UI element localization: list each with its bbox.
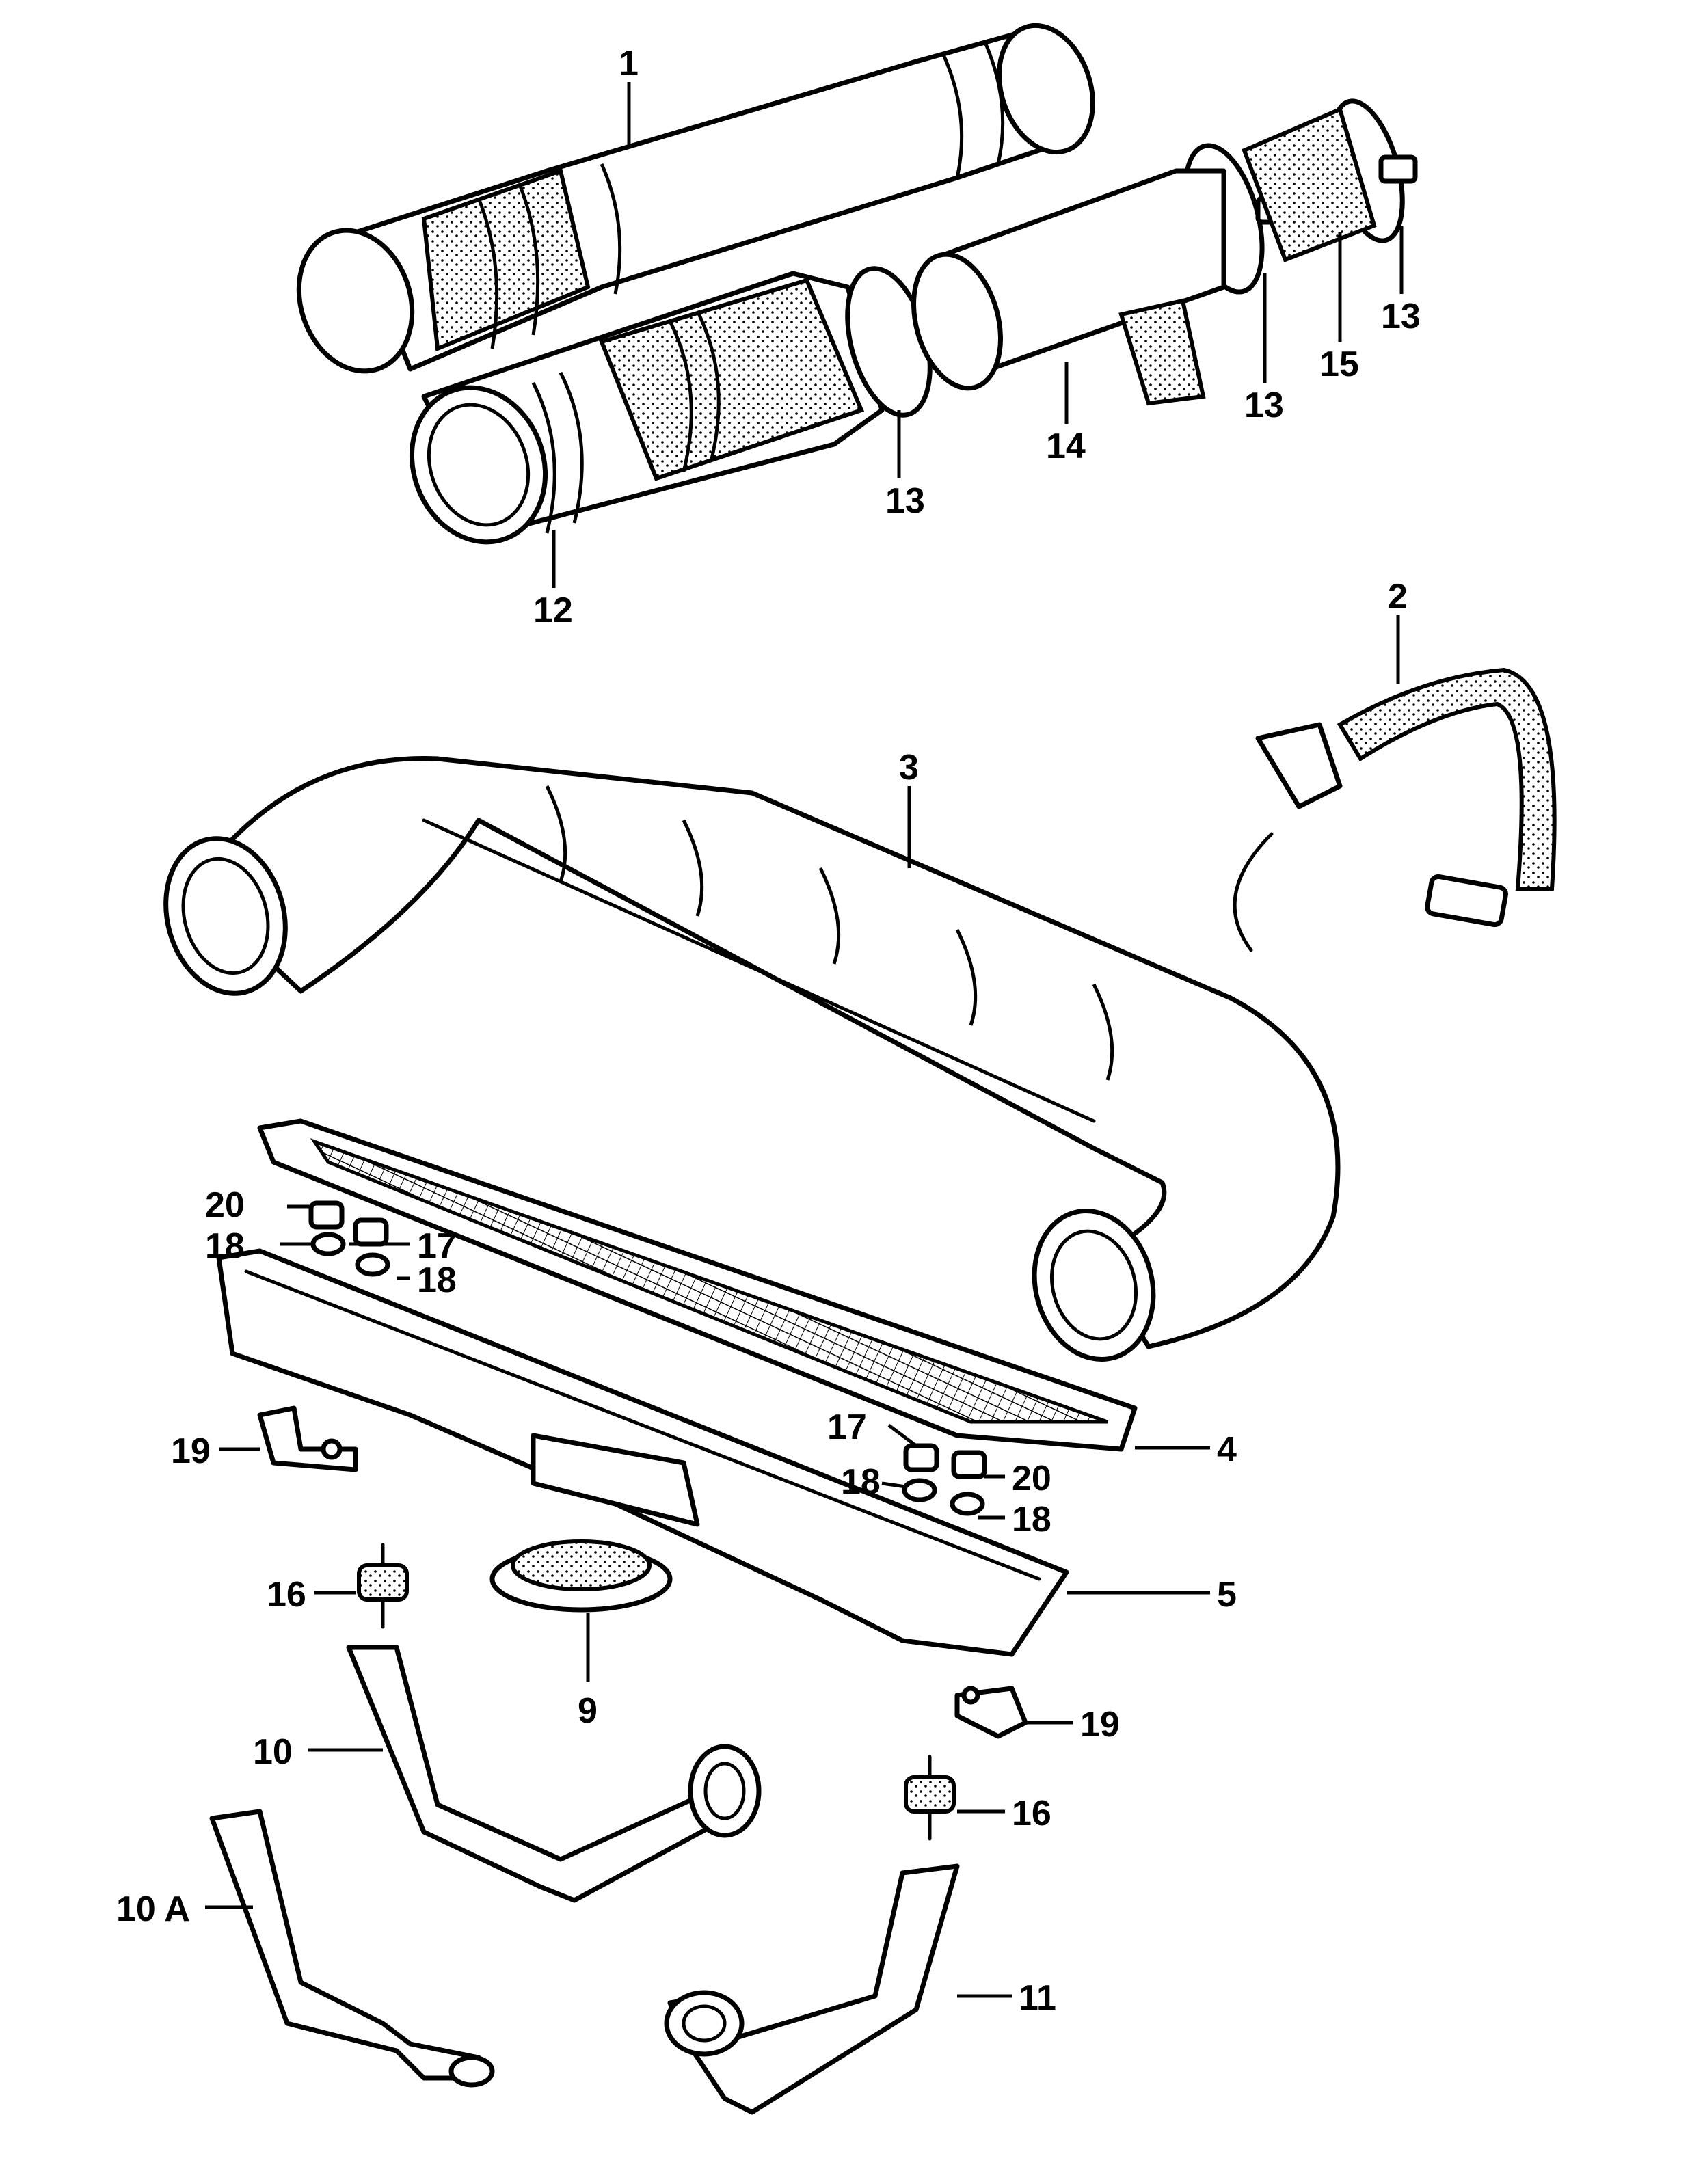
part-1-intake-hose (296, 23, 1095, 374)
callout-20-left: 20 (205, 1185, 245, 1225)
callout-9: 9 (578, 1691, 598, 1731)
part-10a-support-bracket (209, 1809, 495, 2088)
callout-19-right: 19 (1080, 1705, 1120, 1744)
callout-13-right: 13 (1381, 297, 1421, 336)
callout-13-mid: 13 (1244, 386, 1284, 425)
callout-10a: 10 A (116, 1889, 190, 1929)
callout-1: 1 (619, 44, 639, 83)
part-16-rubber-mount-right (904, 1755, 956, 1841)
part-11-support-bracket (664, 1863, 960, 2115)
part-15-mesh-sleeve (1242, 106, 1377, 262)
callout-19-left: 19 (171, 1431, 211, 1471)
part-5-filter-housing (216, 1248, 1069, 1657)
callout-17-left: 17 (417, 1226, 457, 1266)
leader-lines (205, 82, 1404, 1998)
callout-4: 4 (1217, 1430, 1237, 1470)
hardware-nuts-washers-left (308, 1200, 390, 1277)
callout-18-left-bottom: 18 (417, 1260, 457, 1300)
callout-15: 15 (1319, 345, 1359, 384)
part-9-filter-cap (489, 1539, 673, 1613)
callout-20-right: 20 (1012, 1459, 1051, 1498)
part-2-retaining-strap (1233, 667, 1557, 952)
callout-16-right: 16 (1012, 1794, 1051, 1833)
callout-18-right-bottom: 18 (1012, 1500, 1051, 1539)
hardware-nuts-washers-right (902, 1443, 987, 1516)
callout-14: 14 (1046, 427, 1086, 466)
callout-18-left-top: 18 (205, 1226, 245, 1266)
part-10-support-bracket (346, 1645, 762, 1903)
callout-5: 5 (1217, 1575, 1237, 1615)
callout-18-right-top: 18 (841, 1462, 881, 1502)
part-4-air-filter-element (257, 1118, 1138, 1452)
callout-10: 10 (253, 1732, 293, 1772)
part-19-bracket-right (954, 1686, 1028, 1739)
callout-13-left: 13 (885, 481, 925, 521)
part-14-resonator-tube (911, 168, 1226, 406)
part-19-bracket-left (257, 1405, 358, 1472)
callout-3: 3 (899, 748, 919, 787)
callout-labels: 1 2 3 4 5 9 10 10 A 11 12 13 13 13 14 15… (116, 44, 1421, 2018)
part-12-corrugated-hose (409, 271, 885, 545)
callout-2: 2 (1388, 577, 1408, 617)
callout-11: 11 (1019, 1978, 1056, 2018)
part-3-air-duct-manifold (163, 756, 1341, 1362)
part-16-rubber-mount-left (357, 1543, 409, 1629)
callout-16-left: 16 (267, 1575, 306, 1615)
callout-17-right: 17 (827, 1407, 867, 1447)
callout-12: 12 (533, 591, 573, 630)
